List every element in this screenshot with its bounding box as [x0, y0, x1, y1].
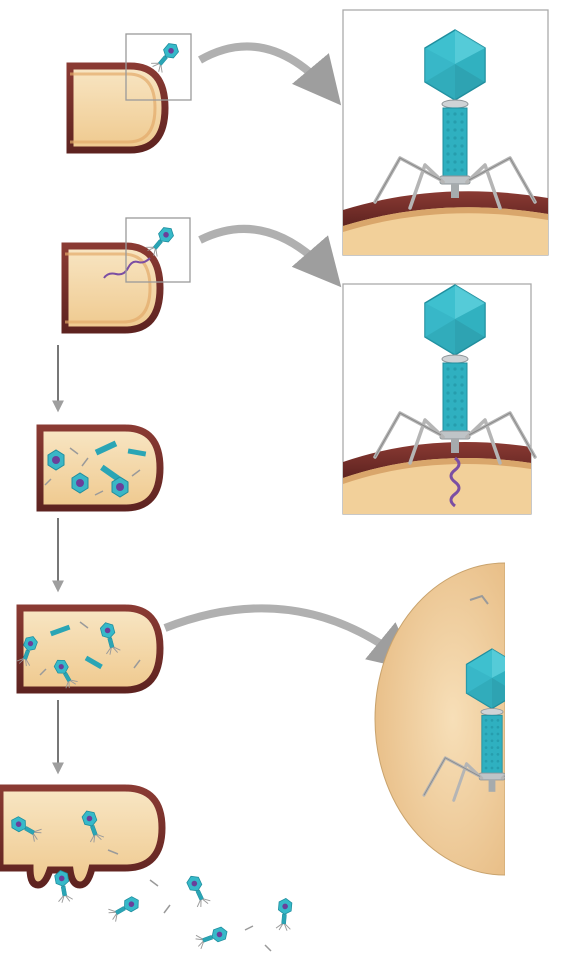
bacterium-cell	[20, 608, 160, 690]
magnifier-circle	[375, 560, 565, 880]
stage-lysis-release	[0, 788, 293, 951]
zoom-arrow	[165, 608, 410, 665]
lysed-bacterium	[0, 788, 162, 885]
zoom-arrow	[200, 46, 335, 98]
bacterium-cell	[70, 66, 165, 150]
zoom-arrow	[200, 229, 335, 280]
stage-replication	[40, 428, 160, 508]
inset-dna-injection	[343, 284, 535, 514]
inset-attachment	[343, 10, 548, 255]
attached-phage	[150, 40, 182, 74]
bacterium-cell	[65, 246, 160, 330]
